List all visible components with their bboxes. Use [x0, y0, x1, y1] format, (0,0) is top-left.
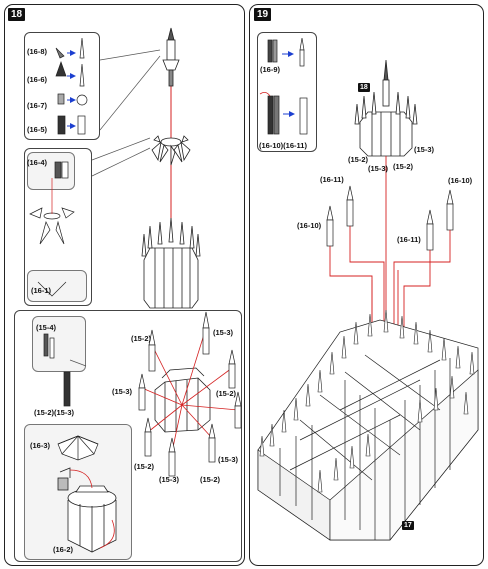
guide-lines-step-19 — [329, 156, 451, 350]
label-15-2-top: (15-2) — [131, 334, 152, 343]
label-16-10-left: (16-10) — [297, 221, 322, 230]
cathedral-pinnacles — [259, 309, 475, 493]
label-15-2-right: (15-2) — [216, 389, 237, 398]
cathedral-17-ref-badge: 17 — [402, 521, 414, 530]
part-16-2-base-cylinder — [57, 467, 117, 553]
label-15-3-bottom: (15-3) — [159, 475, 180, 484]
label-15-3-tower-mid: (15-3) — [368, 164, 389, 173]
pinnacles-15 — [138, 311, 242, 477]
label-15-2-tower-left: (15-2) — [348, 155, 369, 164]
label-15-4: (15-4) — [36, 323, 57, 332]
label-15-3-tower-right: (15-3) — [414, 145, 435, 154]
octagonal-base — [154, 367, 211, 433]
label-16-11-right: (16-11) — [397, 235, 421, 244]
label-15-3-top: (15-3) — [213, 328, 234, 337]
step-18-badge: 18 — [8, 8, 26, 21]
label-16-1: (16-1) — [31, 286, 52, 295]
label-16-8: (16-8) — [27, 47, 48, 56]
crown-exploded-icon — [29, 161, 75, 297]
label-16-5: (16-5) — [27, 125, 48, 134]
label-16-4: (16-4) — [27, 158, 48, 167]
label-16-10-16-11-pair: (16-10)(16-11) — [259, 141, 307, 150]
label-16-7: (16-7) — [27, 101, 48, 110]
side-spires-16-10-16-11 — [326, 185, 454, 251]
label-16-6: (16-6) — [27, 75, 48, 84]
arrows-step-19 — [282, 51, 295, 117]
label-15-3-right: (15-3) — [218, 455, 239, 464]
cathedral-17 — [257, 319, 479, 541]
label-16-3: (16-3) — [30, 441, 51, 450]
part-15-4-icons — [43, 333, 87, 407]
part-16-1-subbox — [27, 270, 87, 302]
label-15-3-left: (15-3) — [112, 387, 133, 396]
label-15-2-bottom-right: (15-2) — [200, 475, 221, 484]
step-19-badge: 19 — [254, 8, 272, 21]
tower-18-assembled — [354, 59, 418, 157]
label-16-9: (16-9) — [260, 65, 281, 74]
part-16-3-fan — [57, 435, 99, 461]
pinnacle-radial-lines — [141, 327, 239, 453]
crown-ring — [151, 135, 191, 166]
arrows-step-18 — [67, 50, 76, 129]
top-finial — [162, 27, 180, 87]
label-16-2: (16-2) — [53, 545, 74, 554]
label-16-10-right: (16-10) — [448, 176, 473, 185]
tower-18-ref-badge: 18 — [358, 83, 370, 92]
octagonal-tower — [141, 217, 201, 309]
label-16-11-left: (16-11) — [320, 175, 344, 184]
label-15-2-15-3-pair: (15-2)(15-3) — [34, 408, 75, 417]
label-15-2-tower-right: (15-2) — [393, 162, 414, 171]
label-15-2-bottom-left: (15-2) — [134, 462, 155, 471]
parts-16-8-to-16-5-icons — [55, 37, 88, 135]
part-16-9-icons — [267, 37, 308, 135]
